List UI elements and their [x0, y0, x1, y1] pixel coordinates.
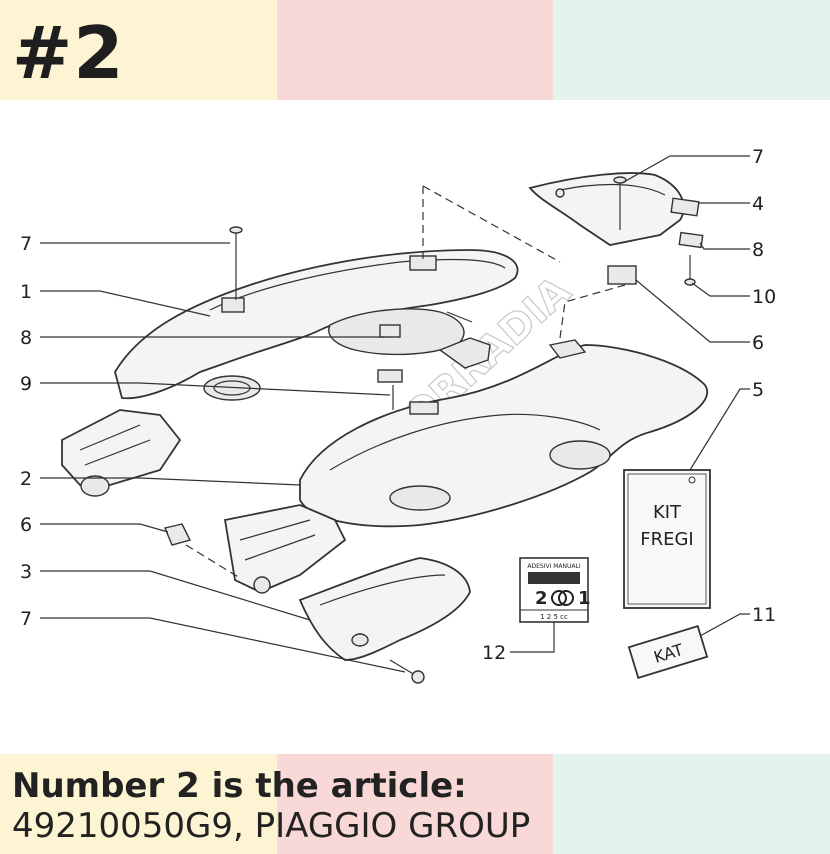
assembly-guides	[185, 185, 626, 579]
band-segment-pink	[277, 754, 553, 854]
callout-10: 10	[752, 286, 776, 308]
callout-2: 2	[20, 468, 32, 490]
decal-card: ADESIVI MANUALI 2 1 1 2 5 cc	[519, 557, 591, 623]
band-segment-pink	[277, 0, 553, 100]
callout-1: 1	[20, 281, 32, 303]
lower-inner-panel	[223, 504, 347, 594]
callout-7-left-bottom: 7	[20, 608, 32, 630]
part-3-lower-cover	[298, 557, 471, 661]
card-num-left: 2	[535, 588, 548, 609]
kit-label-line2: FREGI	[640, 529, 694, 550]
rear-bracket	[61, 409, 182, 497]
item-number-badge: #2	[12, 11, 125, 95]
card-bottom: 1 2 5 cc	[540, 613, 568, 621]
callout-9: 9	[20, 373, 32, 395]
top-color-band	[0, 0, 830, 100]
caption-title: Number 2 is the article:	[12, 766, 467, 806]
part-2-side-panel	[299, 337, 708, 528]
callout-11: 11	[752, 604, 776, 626]
callout-7-left-top: 7	[20, 233, 32, 255]
rear-cap-cover	[528, 172, 685, 246]
bottom-color-band	[0, 754, 830, 854]
hardware	[164, 176, 704, 684]
callout-8-left: 8	[20, 327, 32, 349]
callout-7: 7	[752, 146, 764, 168]
callout-8: 8	[752, 239, 764, 261]
band-segment-mint	[553, 754, 830, 854]
leader-lines	[40, 155, 750, 673]
band-segment-mint	[553, 0, 830, 100]
callout-numbers: 7 4 8 10 6 5 11 12 7 1 8 9 2 6 3 7	[20, 146, 776, 664]
callout-12: 12	[482, 642, 506, 664]
callout-4: 4	[752, 193, 764, 215]
kit-label-line1: KIT	[653, 502, 682, 523]
kat-tag: KAT	[627, 625, 709, 679]
band-segment-yellow	[0, 0, 277, 100]
callout-3: 3	[20, 561, 32, 583]
callout-5: 5	[752, 379, 764, 401]
card-header: ADESIVI MANUALI	[527, 563, 580, 570]
callout-6-left: 6	[20, 514, 32, 536]
kit-fregi-envelope: KIT FREGI	[623, 469, 711, 609]
exploded-parts-diagram: MOTORRADIA	[20, 146, 776, 684]
band-segment-yellow	[0, 754, 277, 854]
caption-part-number: 49210050G9, PIAGGIO GROUP	[12, 806, 531, 846]
card-num-right: 1	[578, 588, 591, 609]
callout-6: 6	[752, 332, 764, 354]
